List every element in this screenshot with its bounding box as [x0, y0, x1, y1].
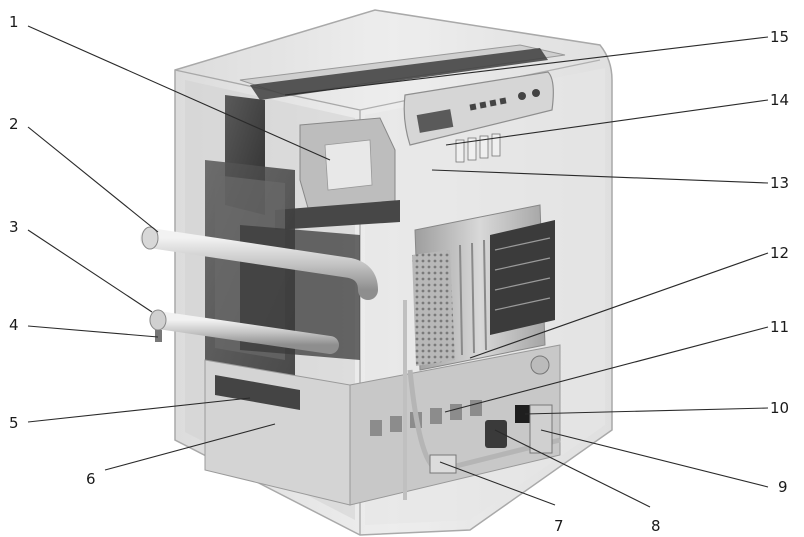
- callout-7: 7: [554, 517, 564, 535]
- callout-1: 1: [9, 13, 19, 31]
- callout-numbers: 1 2 3 4 5 6 7 8 9 10 11 12 13 14 15: [9, 13, 789, 535]
- callout-3: 3: [9, 218, 19, 236]
- leader-5: [27, 397, 251, 423]
- leader-15: [284, 36, 769, 96]
- leader-7: [439, 461, 556, 506]
- gas-fittings: [403, 300, 561, 500]
- callout-5: 5: [9, 414, 19, 432]
- callout-2: 2: [9, 115, 19, 133]
- callout-9: 9: [778, 478, 788, 496]
- heat-exchanger: [412, 204, 555, 371]
- leader-6: [104, 423, 276, 471]
- leader-14: [445, 99, 769, 146]
- leader-lines: [27, 25, 769, 508]
- leader-11: [444, 326, 769, 413]
- callout-6: 6: [86, 470, 96, 488]
- callout-12: 12: [770, 244, 789, 262]
- leader-10: [524, 407, 769, 415]
- leader-12: [469, 252, 769, 359]
- callout-14: 14: [770, 91, 789, 109]
- leader-13: [431, 169, 769, 184]
- leader-3: [27, 229, 153, 313]
- water-pipes: [140, 226, 378, 354]
- leader-2: [27, 126, 159, 233]
- burner-assembly: [275, 117, 400, 230]
- leader-8: [494, 429, 651, 508]
- callout-4: 4: [9, 316, 19, 334]
- control-panel: [403, 71, 554, 163]
- callout-10: 10: [770, 399, 789, 417]
- callout-8: 8: [651, 517, 661, 535]
- callout-15: 15: [770, 28, 789, 46]
- callout-13: 13: [770, 174, 789, 192]
- leader-4: [27, 325, 159, 338]
- leader-1: [27, 25, 331, 161]
- callout-11: 11: [770, 318, 789, 336]
- leader-9: [540, 429, 769, 488]
